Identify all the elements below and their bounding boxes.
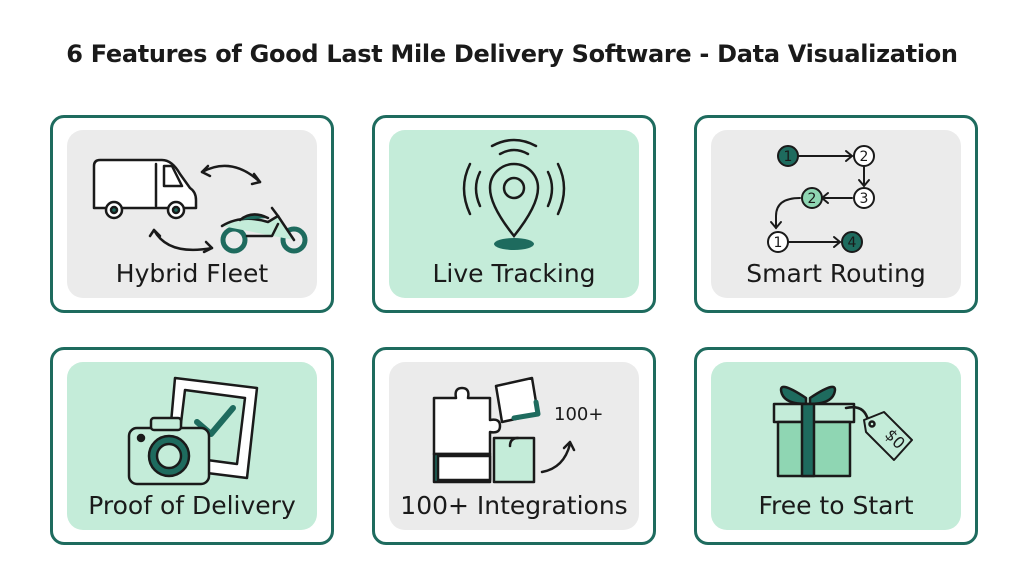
feature-label: Proof of Delivery	[88, 491, 296, 520]
feature-label: Free to Start	[758, 491, 914, 520]
route-node: 1	[784, 149, 793, 165]
feature-card-smart-routing: 1 2 3 2 1 4 Smart Routing	[694, 115, 978, 313]
integrations-count: 100+	[554, 404, 603, 425]
feature-card-free-to-start: $0 Free to Start	[694, 347, 978, 545]
route-node: 2	[860, 149, 869, 165]
camera-check-icon	[67, 368, 317, 488]
feature-label: Live Tracking	[432, 259, 596, 288]
feature-card-hybrid-fleet: Hybrid Fleet	[50, 115, 334, 313]
route-node: 3	[860, 191, 869, 207]
feature-card-integrations: 100+ 100+ Integrations	[372, 347, 656, 545]
location-pin-icon	[389, 136, 639, 256]
page-title: 6 Features of Good Last Mile Delivery So…	[66, 40, 958, 68]
route-node: 4	[848, 235, 857, 251]
gift-icon: $0	[711, 368, 961, 488]
route-node: 1	[774, 235, 783, 251]
feature-card-live-tracking: Live Tracking	[372, 115, 656, 313]
van-motorcycle-icon	[67, 136, 317, 256]
feature-label: 100+ Integrations	[400, 491, 628, 520]
feature-card-proof-of-delivery: Proof of Delivery	[50, 347, 334, 545]
feature-label: Smart Routing	[746, 259, 926, 288]
feature-label: Hybrid Fleet	[115, 259, 269, 288]
route-node: 2	[808, 191, 817, 207]
puzzle-icon: 100+	[389, 368, 639, 488]
route-icon: 1 2 3 2 1 4	[711, 136, 961, 256]
